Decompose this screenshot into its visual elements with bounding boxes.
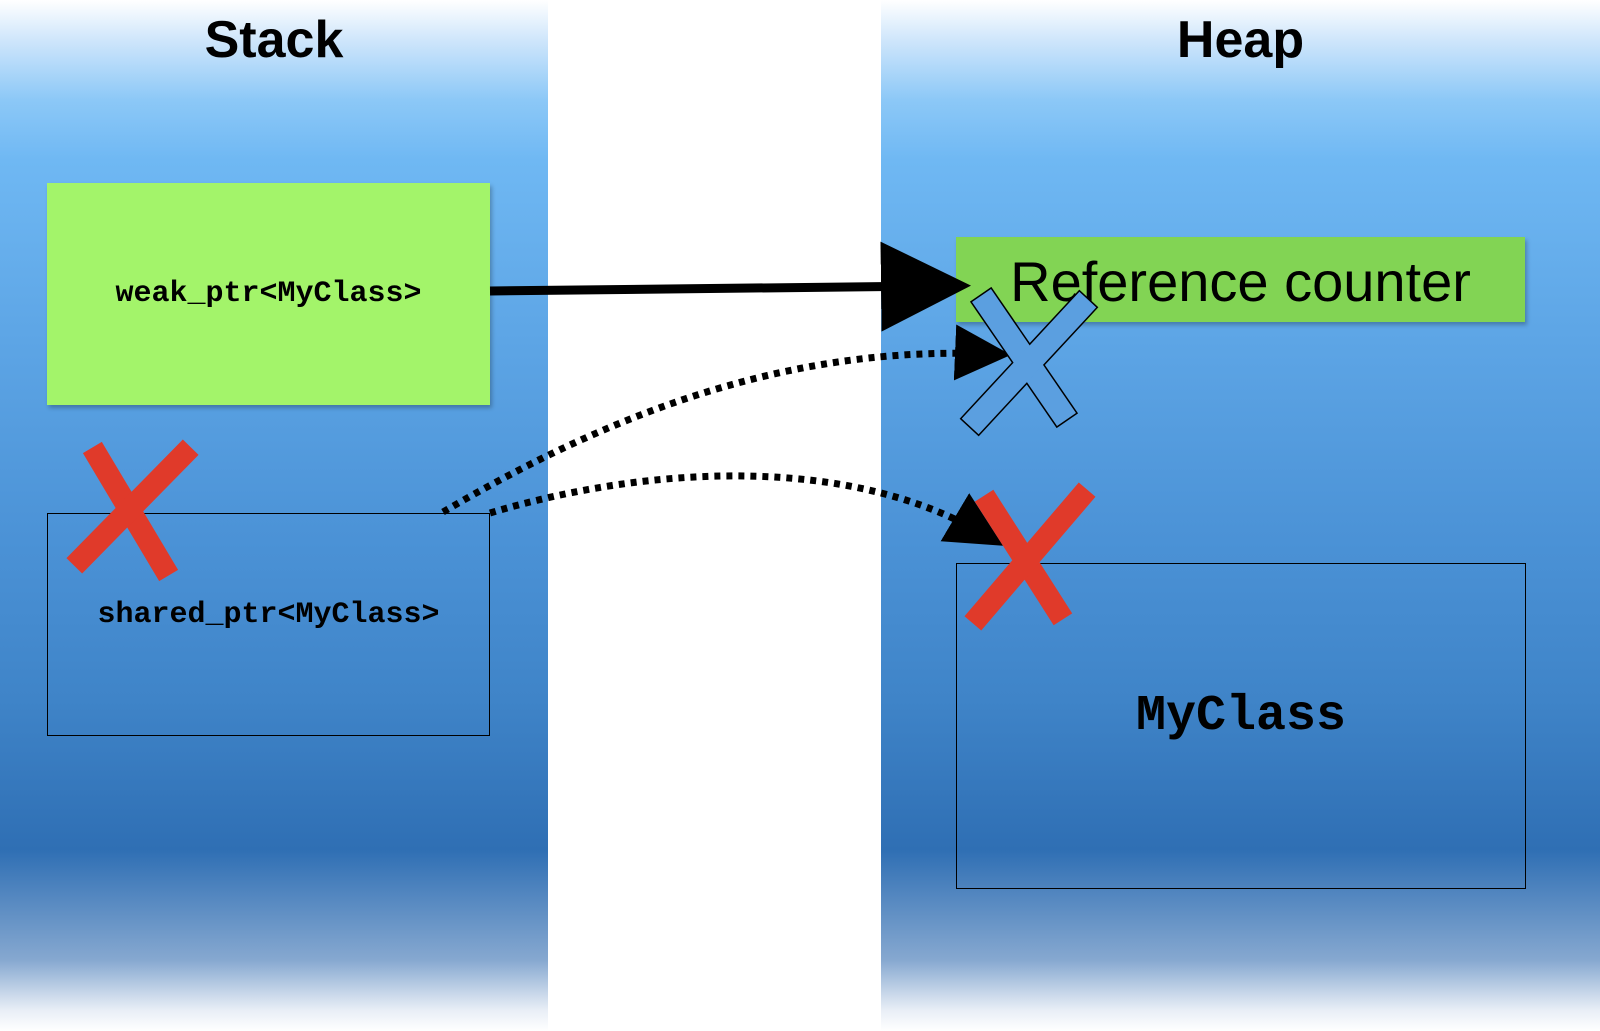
shared-ptr-box: shared_ptr<MyClass> (47, 513, 490, 736)
stack-column: Stack (0, 0, 548, 1031)
shared-to-myclass-arrow (488, 472, 1004, 546)
cross-outline-icon (959, 286, 1099, 437)
weak-ptr-box: weak_ptr<MyClass> (47, 183, 490, 405)
cross-mark-icon (66, 439, 199, 582)
shared-to-refcount-arrow (441, 324, 1011, 516)
cross-mark-icon (964, 482, 1096, 631)
weak-to-refcount-arrow (489, 241, 971, 332)
shared-ptr-label: shared_ptr<MyClass> (97, 597, 440, 632)
heap-title: Heap (1176, 11, 1305, 69)
myclass-box: MyClass (956, 563, 1526, 889)
stack-title: Stack (204, 11, 344, 69)
weak-ptr-label: weak_ptr<MyClass> (115, 277, 422, 311)
myclass-label: MyClass (1135, 687, 1347, 745)
